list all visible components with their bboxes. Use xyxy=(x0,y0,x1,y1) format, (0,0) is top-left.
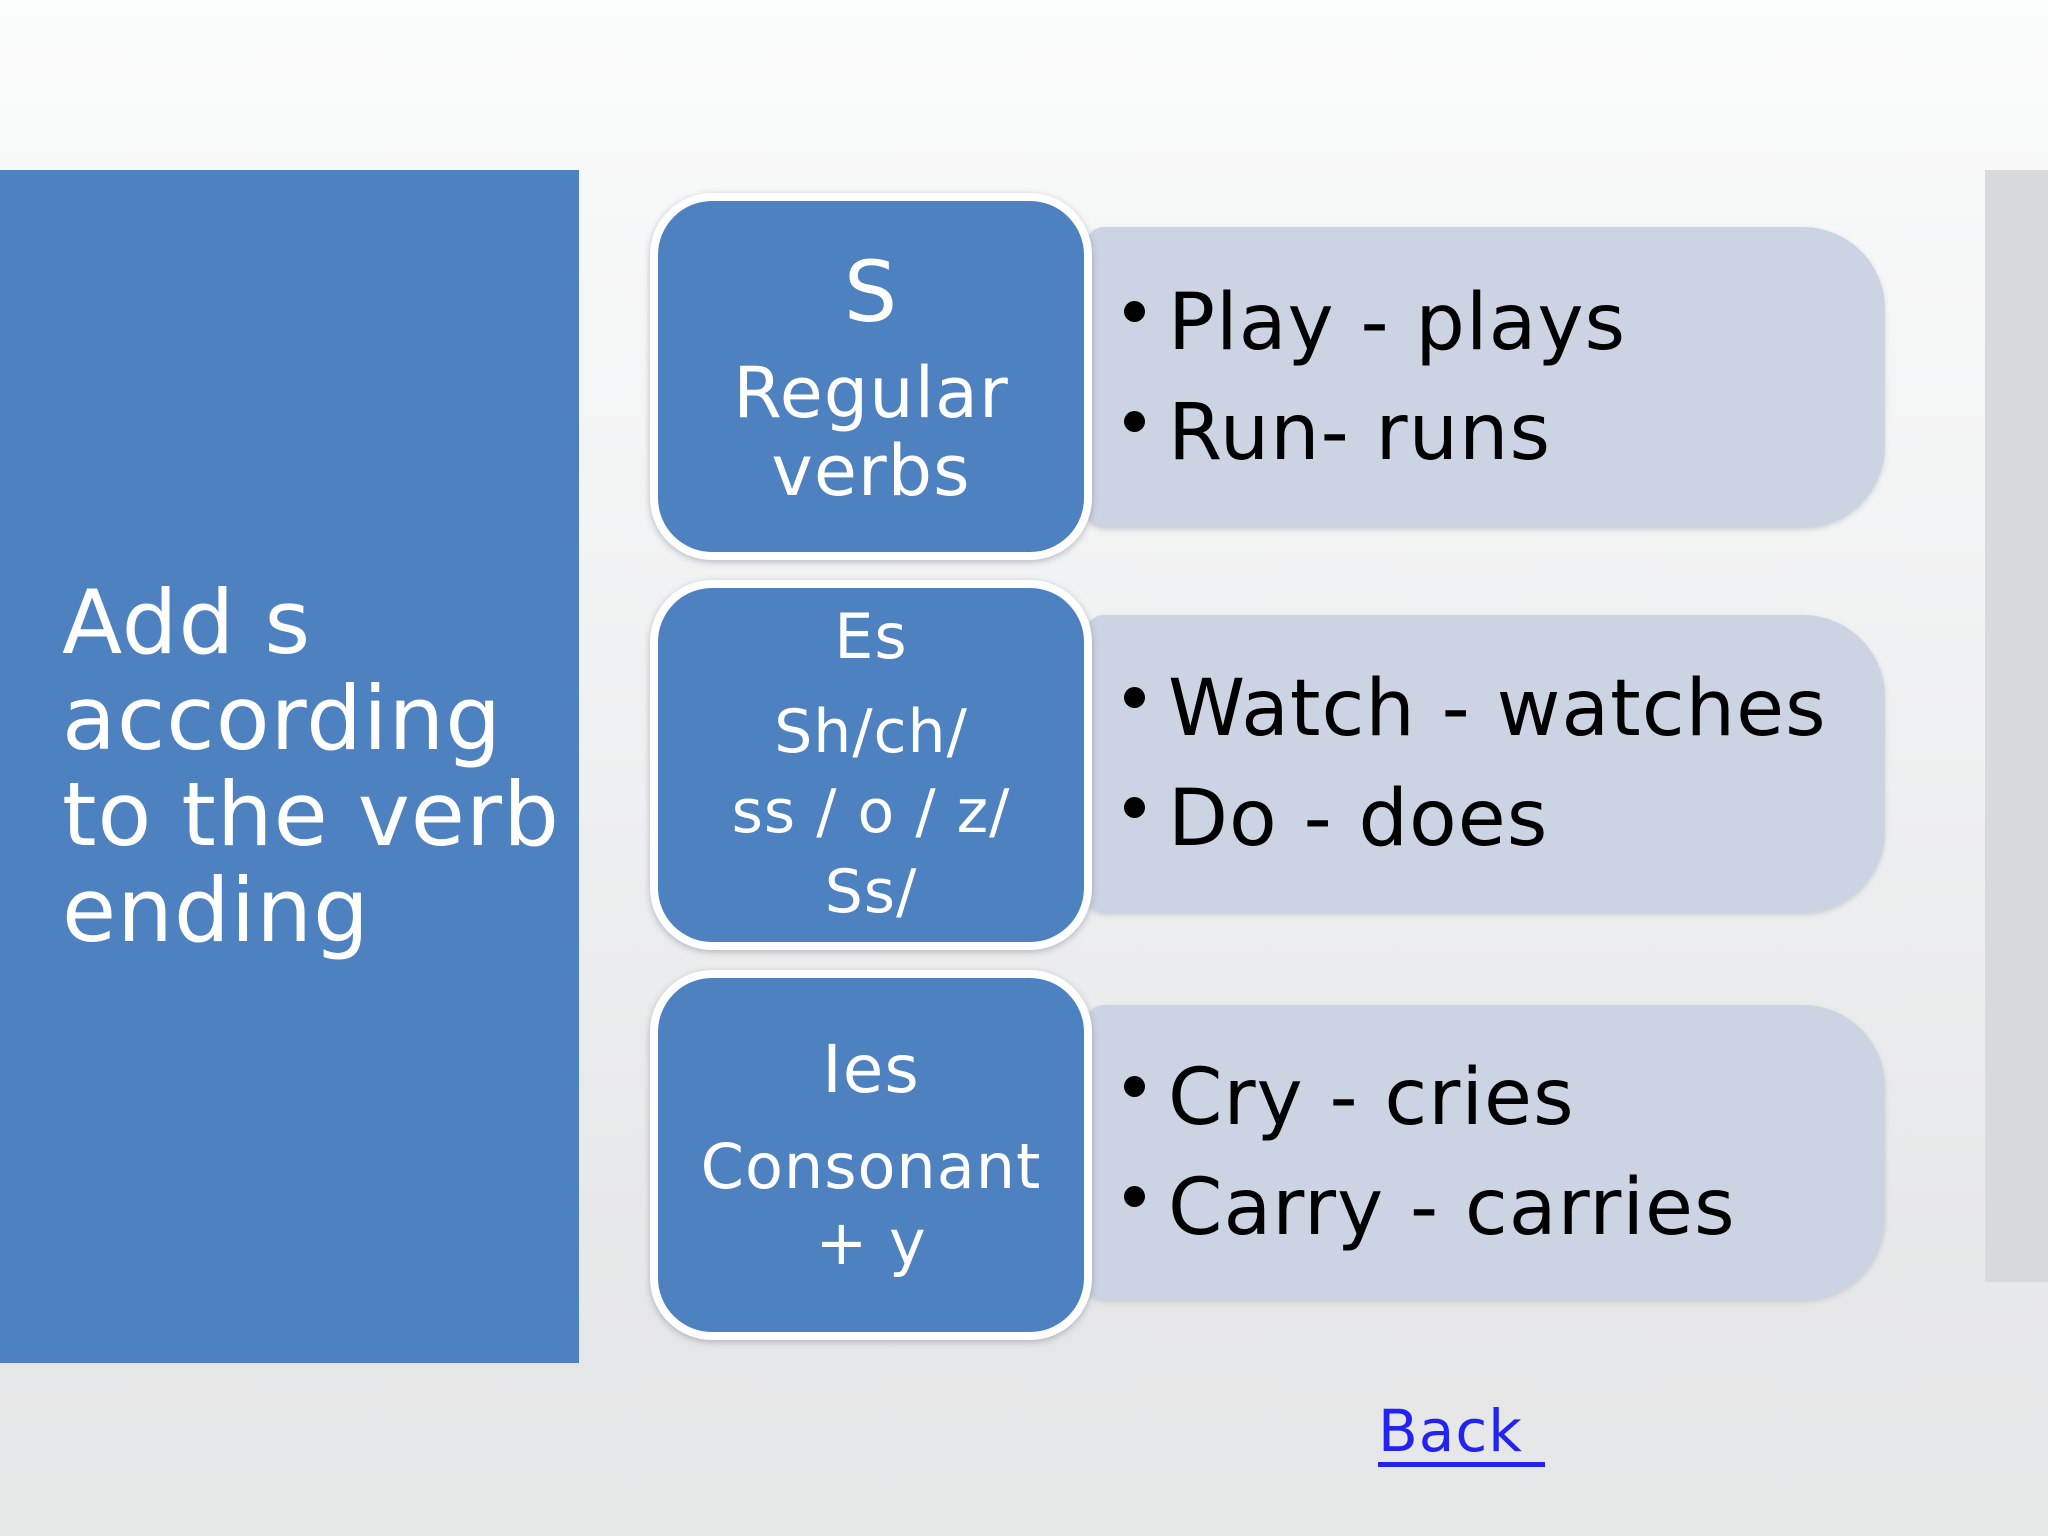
example-text: Watch - watches xyxy=(1168,664,1827,754)
title-line: ending xyxy=(62,858,370,962)
bullet-icon xyxy=(1124,1075,1145,1097)
example-item: Watch - watches xyxy=(1086,654,1885,764)
example-item: Play - plays xyxy=(1086,268,1885,378)
rule-subheading: Consonant + y xyxy=(701,1129,1042,1281)
right-edge-strip xyxy=(1985,170,2048,1282)
slide-title: Add s according to the verb ending xyxy=(0,570,579,962)
rule-sub-line: + y xyxy=(815,1206,927,1279)
example-item: Carry - carries xyxy=(1086,1153,1885,1263)
rule-box-ies: Ies Consonant + y xyxy=(650,970,1092,1340)
rule-heading: Es xyxy=(834,600,908,673)
example-text: Cry - cries xyxy=(1168,1052,1575,1143)
example-item: Run- runs xyxy=(1086,378,1885,488)
bullet-icon xyxy=(1124,687,1145,708)
title-line: according xyxy=(62,666,503,770)
example-text: Carry - carries xyxy=(1168,1162,1736,1253)
rule-box-es: Es Sh/ch/ ss / o / z/ Ss/ xyxy=(650,580,1092,950)
bullet-icon xyxy=(1124,797,1145,818)
rule-sub-line: Consonant xyxy=(700,1130,1042,1203)
rule-sub-line: Sh/ch/ xyxy=(774,697,968,767)
example-text: Run- runs xyxy=(1168,387,1552,478)
example-text: Do - does xyxy=(1168,774,1549,864)
rule-subheading: Sh/ch/ ss / o / z/ Ss/ xyxy=(732,692,1011,932)
bullet-icon xyxy=(1124,410,1145,432)
bullet-icon xyxy=(1124,300,1145,322)
title-line: Add s xyxy=(62,570,312,674)
examples-box-ies: Cry - cries Carry - carries xyxy=(1086,1005,1885,1300)
rule-sub-line: ss / o / z/ xyxy=(731,777,1011,847)
back-link[interactable]: Back xyxy=(1378,1400,1545,1467)
example-text: Play - plays xyxy=(1168,277,1627,368)
title-panel: Add s according to the verb ending xyxy=(0,170,579,1363)
rule-sub-line: verbs xyxy=(771,429,971,512)
examples-box-s: Play - plays Run- runs xyxy=(1086,227,1885,528)
rule-box-s: S Regular verbs xyxy=(650,193,1092,560)
rule-heading: Ies xyxy=(822,1031,920,1108)
example-item: Cry - cries xyxy=(1086,1043,1885,1153)
rule-subheading: Regular verbs xyxy=(733,354,1008,510)
rule-heading: S xyxy=(843,242,899,341)
example-item: Do - does xyxy=(1086,764,1885,874)
bullet-icon xyxy=(1124,1185,1145,1207)
examples-box-es: Watch - watches Do - does xyxy=(1086,615,1885,913)
rule-sub-line: Ss/ xyxy=(824,857,918,927)
title-line: to the verb xyxy=(62,762,560,866)
rule-sub-line: Regular xyxy=(733,351,1009,434)
